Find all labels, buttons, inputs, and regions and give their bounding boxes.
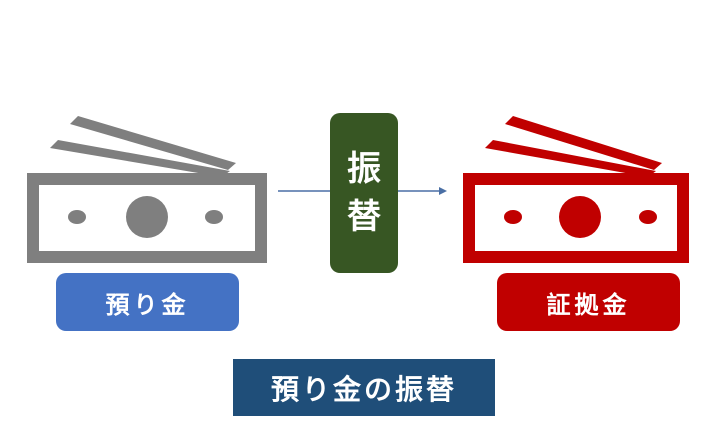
right-banknote-stack-icon <box>463 116 689 263</box>
right-back-bill-1 <box>505 116 662 170</box>
diagram-title: 預り金の振替 <box>233 359 495 416</box>
right-arrow-icon <box>278 187 447 195</box>
margin-deposit-label: 証拠金 <box>497 273 680 331</box>
left-bill-center-circle <box>126 196 168 238</box>
left-bill-left-dot <box>68 210 86 224</box>
right-bill-right-dot <box>639 210 657 224</box>
right-back-bill-2 <box>485 140 656 177</box>
deposit-received-label: 預り金 <box>56 273 239 331</box>
left-banknote-stack-icon <box>27 116 267 263</box>
right-bill-left-dot <box>504 210 522 224</box>
arrow-head <box>439 187 447 195</box>
left-back-bill-2 <box>50 140 230 177</box>
transfer-char-2: 替 <box>347 197 381 237</box>
left-back-bill-1 <box>70 116 236 170</box>
transfer-box: 振 替 <box>330 113 398 273</box>
transfer-char-1: 振 <box>347 149 381 189</box>
right-bill-center-circle <box>559 196 601 238</box>
left-bill-right-dot <box>205 210 223 224</box>
